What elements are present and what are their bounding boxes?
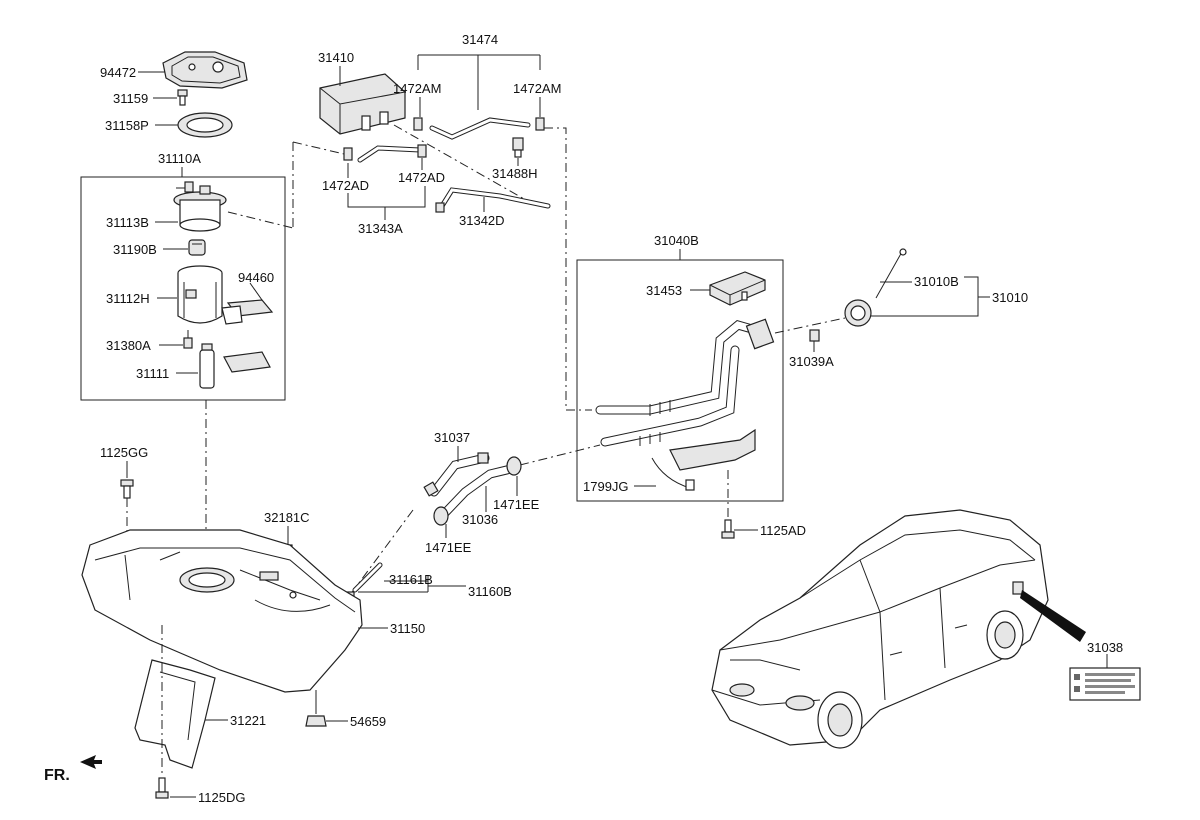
label-31040B: 31040B <box>654 233 699 248</box>
fuel-reservoir-31112H <box>177 265 223 324</box>
label-31150: 31150 <box>390 621 425 636</box>
label-31110A: 31110A <box>158 151 201 166</box>
pump-module-box <box>80 176 286 401</box>
valve-31488H <box>512 137 524 158</box>
bolt-1125GG <box>120 479 134 499</box>
label-31160B: 31160B <box>468 584 512 599</box>
canister-31410 <box>319 73 406 135</box>
lock-ring-31158P <box>177 112 233 138</box>
label-31161B: 31161B <box>389 572 433 587</box>
label-1471EE-left: 1471EE <box>425 540 472 555</box>
label-1472AM-right: 1472AM <box>513 81 561 96</box>
label-31112H: 31112H <box>106 291 150 306</box>
label-94460: 94460 <box>238 270 274 285</box>
label-31488H: 31488H <box>492 166 538 181</box>
label-1472AD-right: 1472AD <box>398 170 445 185</box>
clip-1472AM-left <box>413 117 423 131</box>
clip-1472AD-left <box>343 147 353 161</box>
label-31111: 31111 <box>136 366 169 381</box>
label-1125AD: 1125AD <box>760 523 806 538</box>
label-1125GG: 1125GG <box>100 445 148 460</box>
fuel-sender-94460 <box>221 299 274 325</box>
gasket-94472 <box>162 51 248 89</box>
filler-part-31453 <box>709 271 766 306</box>
label-31010B: 31010B <box>914 274 959 289</box>
label-31158P: 31158P <box>105 118 149 133</box>
label-31474: 31474 <box>462 32 498 47</box>
label-31036: 31036 <box>462 512 498 527</box>
label-1471EE-right: 1471EE <box>493 497 540 512</box>
clip-1472AM-right <box>535 117 545 131</box>
vehicle-illustration <box>711 509 1086 749</box>
label-31380A: 31380A <box>106 338 151 353</box>
front-arrow-icon <box>80 755 102 769</box>
bolt-1125DG <box>155 777 169 799</box>
fuel-door <box>1012 581 1024 595</box>
label-54659: 54659 <box>350 714 386 729</box>
fuel-cap-31010 <box>844 248 907 327</box>
heat-shield-31221 <box>134 659 216 769</box>
label-31343A: 31343A <box>358 221 403 236</box>
label-31342D: 31342D <box>459 213 505 228</box>
bolt-1125AD <box>721 519 735 539</box>
fuel-tank-group: 1125GG 32181C 31150 31221 <box>81 445 425 805</box>
pump-part-31190B <box>188 239 206 256</box>
pump-flange-31113B <box>173 181 227 232</box>
label-31410: 31410 <box>318 50 354 65</box>
label-32181C: 32181C <box>264 510 310 525</box>
fuel-tank-31150 <box>81 529 363 693</box>
label-1472AM-left: 1472AM <box>393 81 441 96</box>
canister-group: 31410 31474 1472AM 1472AM 31488H <box>227 32 592 411</box>
label-31190B: 31190B <box>113 242 157 257</box>
filler-neck-group: 31040B 31453 1799JG <box>576 233 1028 539</box>
label-94472: 94472 <box>100 65 136 80</box>
caution-label-31038 <box>1069 667 1141 701</box>
front-direction-marker: FR. <box>44 755 102 784</box>
label-31453: 31453 <box>646 283 682 298</box>
label-1125DG: 1125DG <box>198 790 245 805</box>
bolt-31159 <box>177 89 188 106</box>
label-31037: 31037 <box>434 430 470 445</box>
front-marker-label: FR. <box>44 767 70 784</box>
label-31113B: 31113B <box>106 215 149 230</box>
bracket-1799JG <box>651 428 756 491</box>
filler-part-31039A <box>809 329 820 342</box>
nut-54659 <box>305 715 327 727</box>
pressure-regulator-31380A <box>183 330 193 349</box>
label-1799JG: 1799JG <box>583 479 629 494</box>
label-31039A: 31039A <box>789 354 834 369</box>
clip-31342D <box>435 202 445 213</box>
fuel-pump-module-group: 94472 31159 31158P 31110A 31113B <box>80 51 286 401</box>
filler-neck-box <box>576 259 784 502</box>
clip-1472AD-right <box>417 144 427 158</box>
label-31159: 31159 <box>113 91 148 106</box>
filler-hose-group: 31037 31036 1471EE 1471EE 31161B 31160B <box>345 430 601 601</box>
label-31221: 31221 <box>230 713 266 728</box>
label-1472AD-left: 1472AD <box>322 178 369 193</box>
label-31010: 31010 <box>992 290 1028 305</box>
label-31038: 31038 <box>1087 640 1123 655</box>
fuel-pump-31111 <box>199 343 271 389</box>
